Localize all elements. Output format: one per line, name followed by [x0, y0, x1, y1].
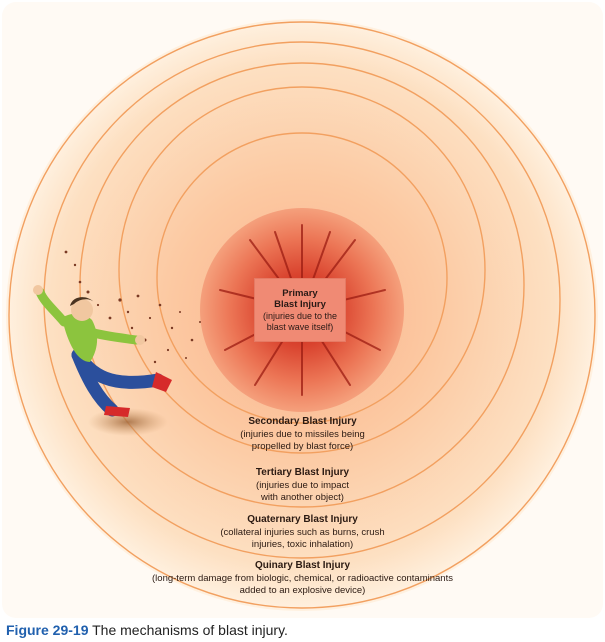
quaternary-blast-label: Quaternary Blast Injury (collateral inju…: [0, 514, 605, 552]
primary-blast-label: Primary Blast Injury (injuries due to th…: [254, 278, 346, 342]
primary-desc-line2: blast wave itself): [267, 322, 334, 333]
tertiary-desc-line2: with another object): [0, 492, 605, 505]
secondary-desc-line1: (injuries due to missiles being: [0, 429, 605, 442]
quaternary-title: Quaternary Blast Injury: [0, 514, 605, 527]
secondary-desc-line2: propelled by blast force): [0, 441, 605, 454]
quaternary-desc-line2: injuries, toxic inhalation): [0, 539, 605, 552]
quinary-desc-line1: (long-term damage from biologic, chemica…: [0, 573, 605, 586]
tertiary-desc-line1: (injuries due to impact: [0, 480, 605, 493]
quinary-desc-line2: added to an explosive device): [0, 585, 605, 598]
primary-desc-line1: (injuries due to the: [263, 311, 337, 322]
figure-number: Figure 29-19: [6, 622, 88, 638]
tertiary-title: Tertiary Blast Injury: [0, 467, 605, 480]
secondary-title: Secondary Blast Injury: [0, 416, 605, 429]
quaternary-desc-line1: (collateral injuries such as burns, crus…: [0, 527, 605, 540]
caption-text: The mechanisms of blast injury.: [88, 622, 287, 638]
figure-caption: Figure 29-19 The mechanisms of blast inj…: [6, 622, 288, 638]
quinary-blast-label: Quinary Blast Injury (long-term damage f…: [0, 560, 605, 598]
primary-title-line1: Primary: [282, 288, 317, 300]
quinary-title: Quinary Blast Injury: [0, 560, 605, 573]
primary-title-line2: Blast Injury: [274, 299, 326, 311]
secondary-blast-label: Secondary Blast Injury (injuries due to …: [0, 416, 605, 454]
tertiary-blast-label: Tertiary Blast Injury (injuries due to i…: [0, 467, 605, 505]
